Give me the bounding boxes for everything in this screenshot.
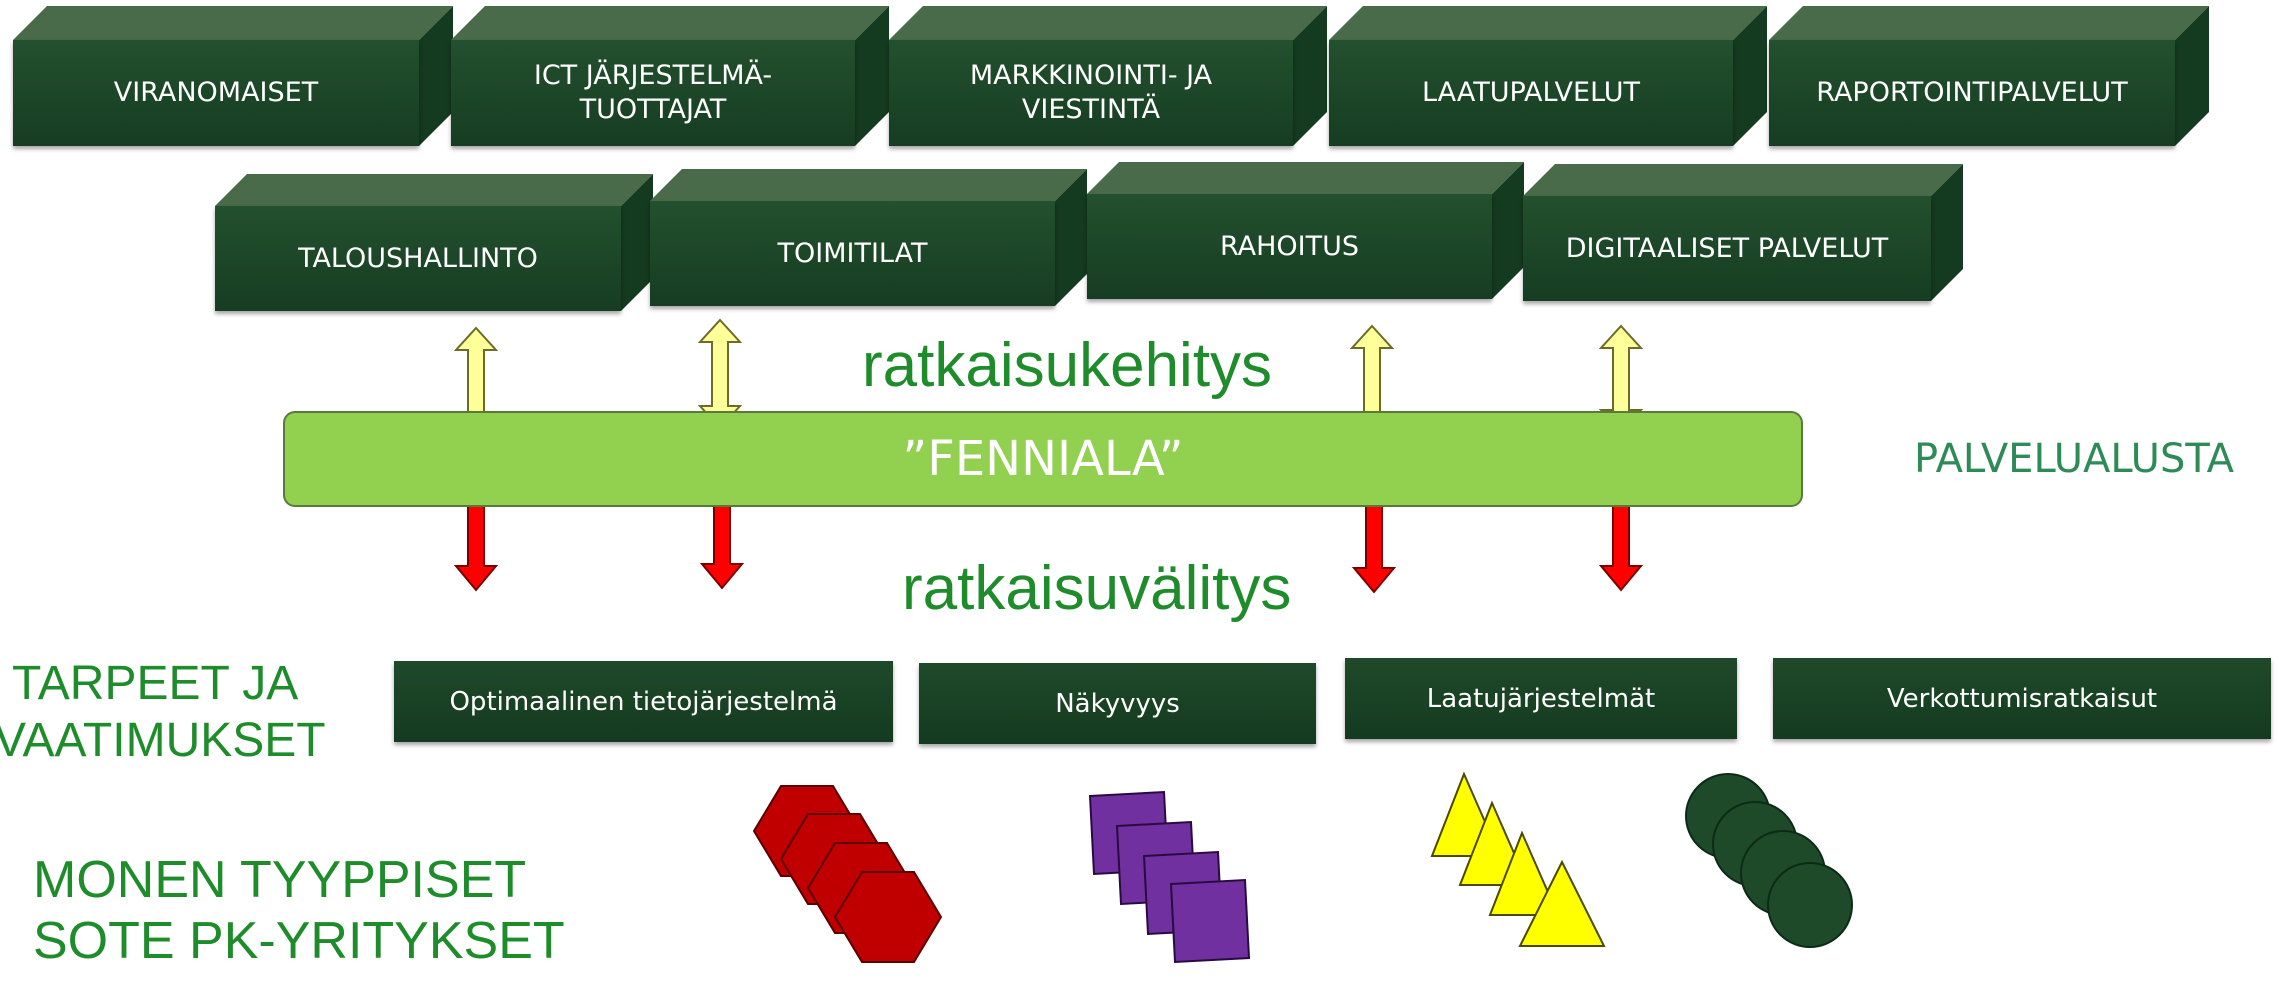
circle-shape <box>1767 862 1853 948</box>
second-box-taloushallinto: TALOUSHALLINTO <box>215 174 653 311</box>
platform-side-label: PALVELUALUSTA <box>1914 436 2235 482</box>
top-box-ict: ICT JÄRJESTELMÄ- TUOTTAJAT <box>451 6 889 146</box>
hexagon-shape <box>833 871 943 963</box>
need-box-nakyvyys: Näkyvyys <box>919 663 1316 744</box>
platform-label: ”FENNIALA” <box>902 431 1184 487</box>
square-shape <box>1169 878 1251 964</box>
companies-label-line1: MONEN TYYPPISET <box>33 851 527 909</box>
triangle-shape <box>1518 859 1606 947</box>
second-box-label: RAHOITUS <box>1087 194 1492 299</box>
second-box-label: TOIMITILAT <box>650 201 1055 306</box>
second-box-toimitilat: TOIMITILAT <box>650 169 1087 306</box>
companies-label-line2: SOTE PK-YRITYKSET <box>33 912 565 970</box>
second-box-digitaaliset: DIGITAALISET PALVELUT <box>1523 164 1963 301</box>
needs-label-line1: TARPEET JA <box>12 657 299 710</box>
second-box-rahoitus: RAHOITUS <box>1087 162 1524 299</box>
second-box-label: TALOUSHALLINTO <box>215 206 621 311</box>
top-box-label: LAATUPALVELUT <box>1329 40 1733 146</box>
second-box-label: DIGITAALISET PALVELUT <box>1523 196 1931 301</box>
need-box-verkottumisratkaisut: Verkottumisratkaisut <box>1773 658 2271 739</box>
top-box-markkinointi: MARKKINOINTI- JA VIESTINTÄ <box>889 6 1327 146</box>
triangle-shape <box>1488 830 1560 916</box>
needs-label-line2: VAATIMUKSET <box>0 714 326 767</box>
top-box-label: ICT JÄRJESTELMÄ- TUOTTAJAT <box>451 40 855 146</box>
top-box-viranomaiset: VIRANOMAISET <box>13 6 453 146</box>
top-box-raportointipalvelut: RAPORTOINTIPALVELUT <box>1769 6 2209 146</box>
top-box-label: RAPORTOINTIPALVELUT <box>1769 40 2175 146</box>
need-box-laatujarjestelmat: Laatujärjestelmät <box>1345 658 1737 739</box>
top-box-label: MARKKINOINTI- JA VIESTINTÄ <box>889 40 1293 146</box>
flow-lower-label: ratkaisuvälitys <box>902 554 1292 623</box>
top-box-label: VIRANOMAISET <box>13 40 419 146</box>
platform-bar: ”FENNIALA” <box>283 411 1803 507</box>
flow-upper-label: ratkaisukehitys <box>862 331 1273 400</box>
top-box-laatupalvelut: LAATUPALVELUT <box>1329 6 1767 146</box>
need-box-tietojarjestelma: Optimaalinen tietojärjestelmä <box>394 661 893 742</box>
